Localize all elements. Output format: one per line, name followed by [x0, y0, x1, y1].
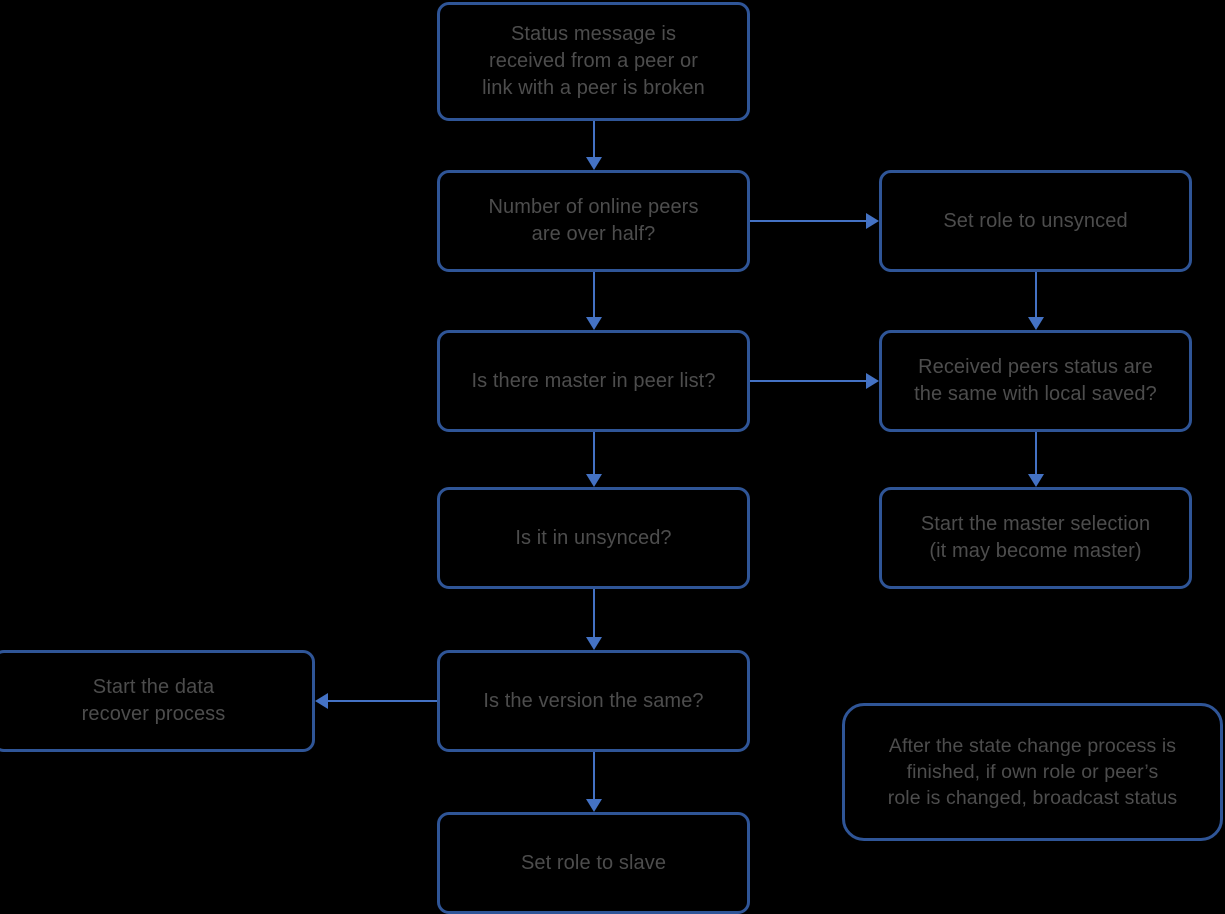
edge-master-list-to-received-status-line: [750, 380, 866, 382]
edge-version-same-to-data-recover-arrowhead: [315, 693, 328, 709]
edge-status-to-online-peers-arrowhead: [585, 157, 602, 170]
flow-node-label: Is it in unsynced?: [515, 526, 672, 549]
flow-node-label: Set role to unsynced: [943, 209, 1128, 232]
flow-node-online-peers-over-half: Number of online peers are over half?: [437, 170, 750, 272]
flow-node-label: Start the data recover process: [81, 676, 226, 725]
flow-node-label: Received peers status are the same with …: [914, 356, 1157, 405]
flow-node-label: Set role to slave: [520, 851, 667, 874]
flow-node-set-role-to-slave: Set role to slave: [437, 812, 750, 914]
edge-master-list-to-in-unsynced-line: [592, 432, 595, 474]
flow-node-status-message-received: Status message is received from a peer o…: [437, 2, 750, 121]
flow-node-start-master-selection: Start the master selection (it may becom…: [879, 487, 1192, 589]
edge-master-list-to-in-unsynced-arrowhead: [585, 474, 602, 487]
flow-node-label: Start the master selection (it may becom…: [920, 513, 1151, 562]
edge-in-unsynced-to-version-same-arrowhead: [585, 637, 602, 650]
edge-online-peers-to-master-list-line: [592, 272, 595, 317]
edge-received-status-to-master-selection-arrowhead: [1027, 474, 1044, 487]
edge-online-peers-to-unsynced-arrowhead: [866, 213, 879, 229]
flow-node-label: Number of online peers are over half?: [488, 196, 699, 245]
flow-node-received-peers-status-same: Received peers status are the same with …: [879, 330, 1192, 432]
edge-online-peers-to-unsynced-line: [750, 220, 866, 222]
flow-node-label: After the state change process is finish…: [887, 734, 1178, 810]
edge-in-unsynced-to-version-same-line: [592, 589, 595, 637]
flow-node-label: Is there master in peer list?: [471, 369, 716, 392]
edge-received-status-to-master-selection-line: [1034, 432, 1037, 474]
flow-node-is-the-version-the-same: Is the version the same?: [437, 650, 750, 752]
edge-version-same-to-data-recover-line: [328, 700, 437, 702]
edge-unsynced-to-received-status-arrowhead: [1027, 317, 1044, 330]
flow-node-is-it-in-unsynced: Is it in unsynced?: [437, 487, 750, 589]
edge-master-list-to-received-status-arrowhead: [866, 373, 879, 389]
edge-online-peers-to-master-list-arrowhead: [585, 317, 602, 330]
edge-status-to-online-peers-line: [592, 121, 595, 157]
flow-node-after-state-change-note: After the state change process is finish…: [842, 703, 1223, 841]
edge-unsynced-to-received-status-line: [1034, 272, 1037, 317]
flow-node-set-role-to-unsynced: Set role to unsynced: [879, 170, 1192, 272]
flow-node-label: Status message is received from a peer o…: [482, 23, 705, 99]
edge-version-same-to-slave-arrowhead: [585, 799, 602, 812]
flow-node-start-data-recover-process: Start the data recover process: [0, 650, 315, 752]
flow-node-master-in-peer-list: Is there master in peer list?: [437, 330, 750, 432]
edge-version-same-to-slave-line: [592, 752, 595, 799]
flow-node-label: Is the version the same?: [483, 689, 704, 712]
